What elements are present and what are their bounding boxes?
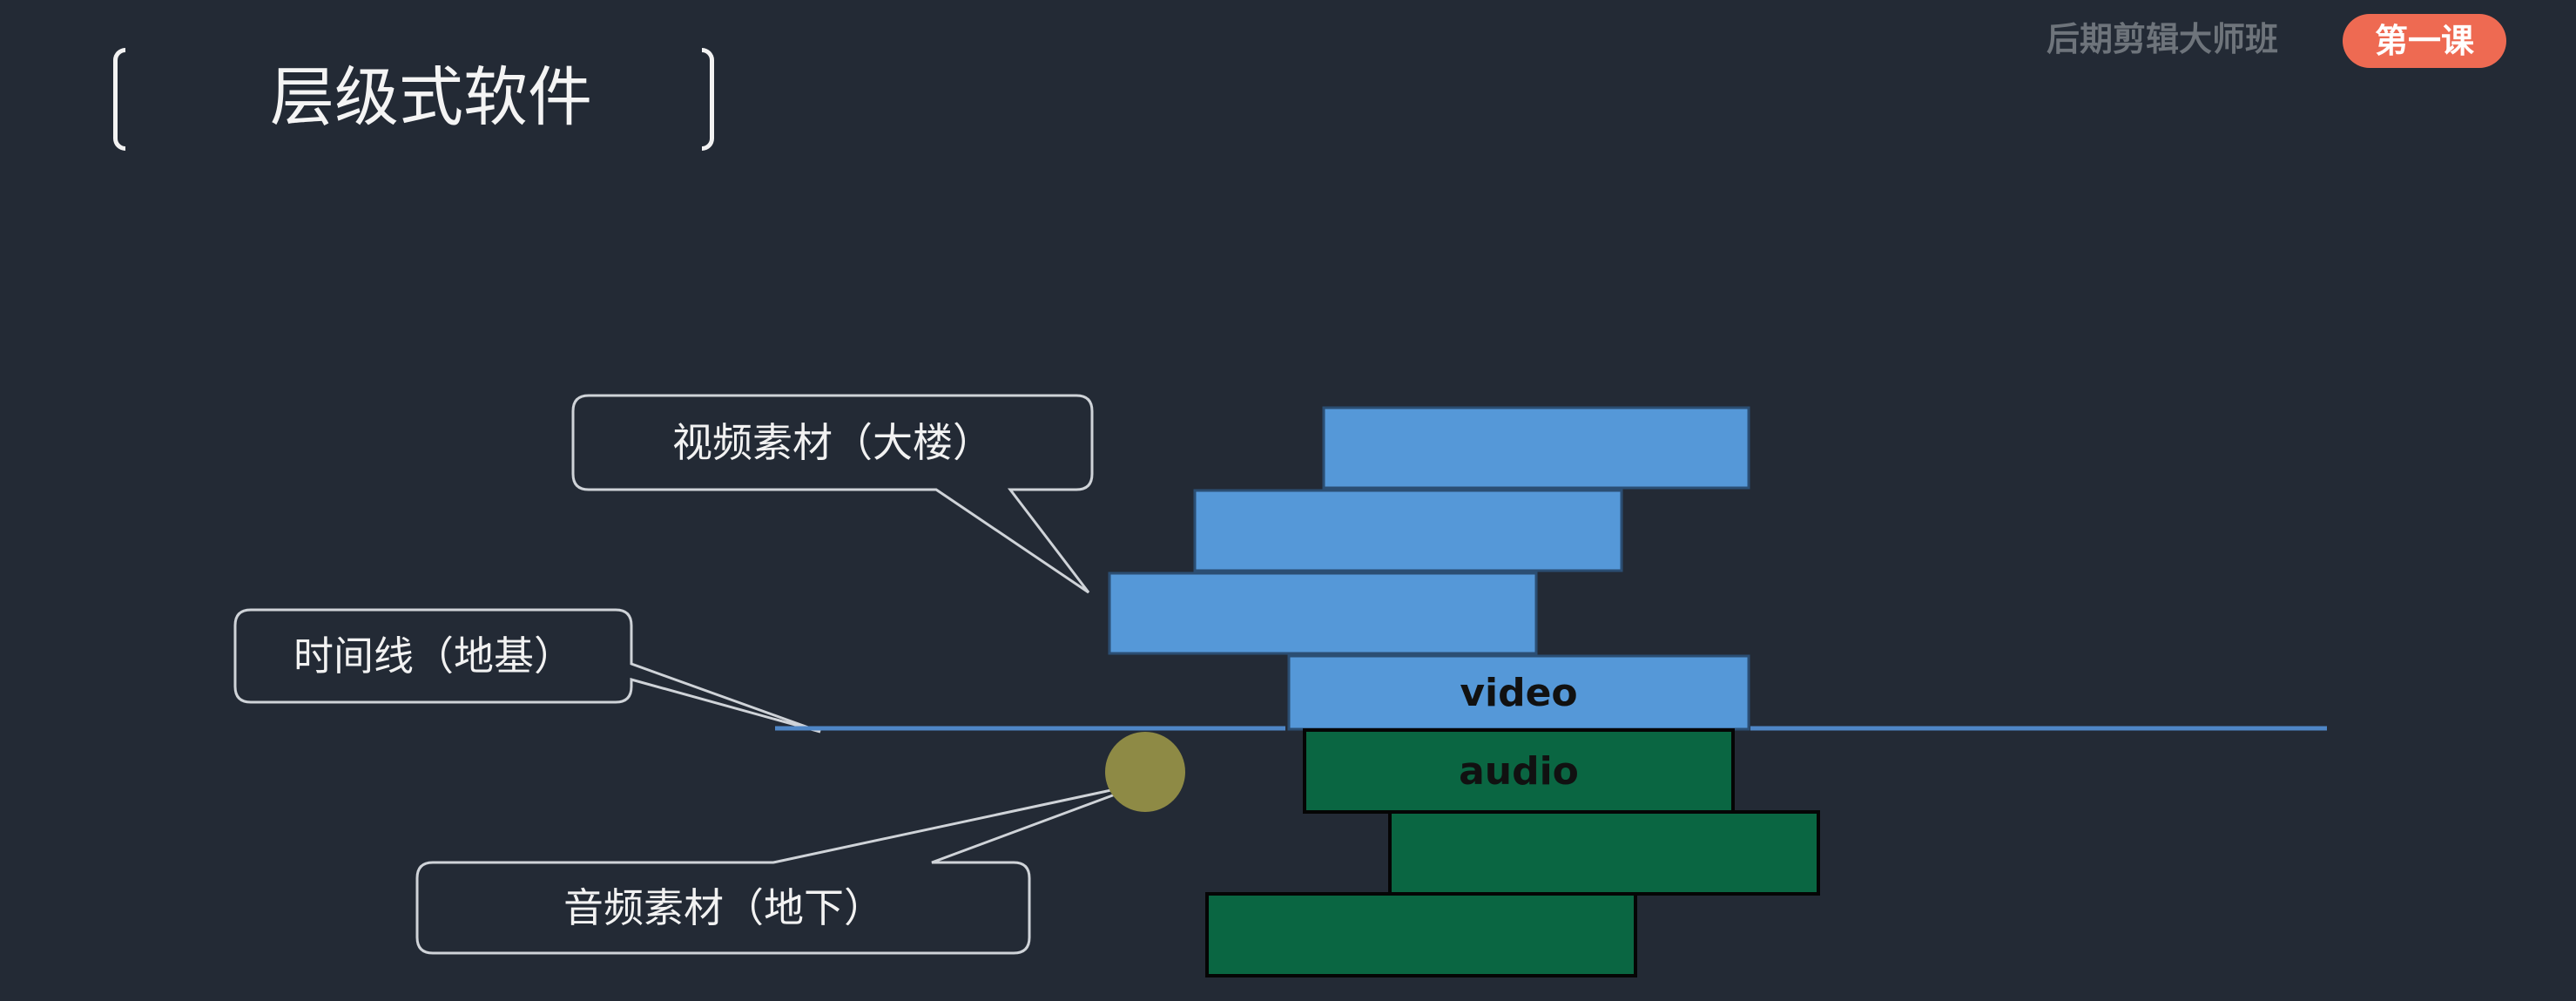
video-block-3 [1193, 489, 1623, 572]
callout-timeline-text: 时间线（地基） [293, 632, 574, 680]
callout-video-text: 视频素材（大楼） [672, 419, 993, 466]
video-label: video [1460, 671, 1578, 715]
video-block-2 [1108, 572, 1538, 655]
marker-circle [1105, 732, 1185, 812]
callout-timeline-shape [233, 608, 821, 734]
audio-label: audio [1459, 749, 1579, 794]
title-bracket-left [113, 48, 125, 151]
course-name: 后期剪辑大师班 [2047, 20, 2279, 58]
video-block-4 [1322, 406, 1750, 490]
lesson-badge: 第一课 [2343, 14, 2506, 68]
audio-block-2 [1388, 810, 1820, 896]
title-bracket-right [702, 48, 714, 151]
page-title: 层级式软件 [270, 60, 592, 135]
callout-audio-text: 音频素材（地下） [563, 884, 884, 931]
callout-audio-shape [415, 781, 1149, 955]
audio-block-3 [1205, 892, 1637, 977]
callout-video-shape [571, 394, 1094, 594]
